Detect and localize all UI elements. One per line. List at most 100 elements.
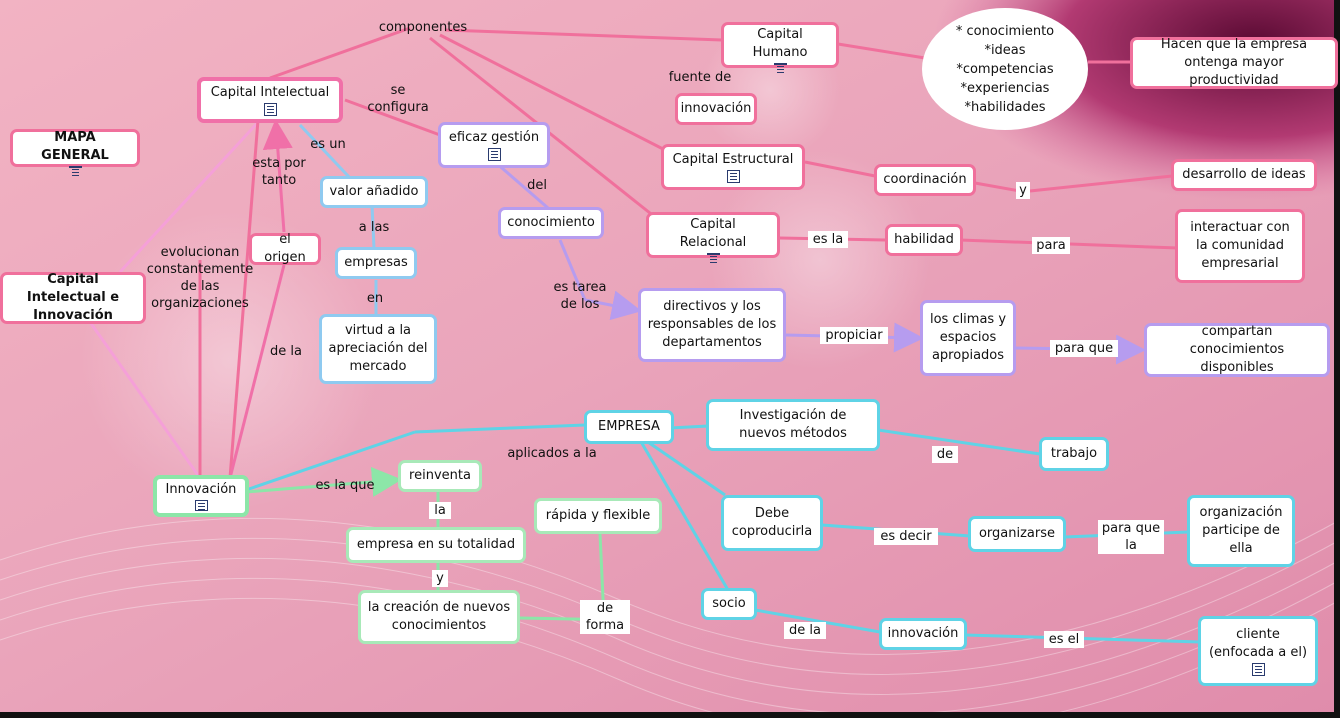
capital-intelectual-innovacion-label: Capital Intelectual e Innovación: [26, 272, 120, 323]
empresa-node[interactable]: EMPRESA: [584, 410, 674, 444]
link-label-esta-por-tanto: esta por tanto: [252, 156, 306, 188]
innovacion-bottom-label: innovación: [887, 626, 959, 641]
compartan-label: compartan conocimientos disponibles: [1189, 324, 1285, 375]
link-label-de-forma: de forma: [580, 600, 630, 634]
eficaz-gestion-node[interactable]: eficaz gestión: [438, 122, 550, 168]
conocimiento-node[interactable]: conocimiento: [498, 207, 604, 239]
lista-item: *ideas: [984, 42, 1026, 58]
link-label-es-la: es la: [808, 231, 848, 248]
lista-item: * conocimiento: [955, 23, 1055, 39]
document-icon[interactable]: [706, 252, 720, 257]
link-label-para-que: para que: [1050, 340, 1118, 357]
mapa-general-label: MAPA GENERAL: [41, 129, 109, 163]
climas-label: los climas y espacios apropiados: [929, 312, 1007, 363]
cliente-node[interactable]: cliente (enfocada a el): [1198, 616, 1318, 686]
virtud-node[interactable]: virtud a la apreciación del mercado: [319, 314, 437, 384]
innovacion-top-node[interactable]: innovación: [675, 93, 757, 125]
reinventa-node[interactable]: reinventa: [398, 460, 482, 492]
link-label-fuente-de: fuente de: [668, 70, 732, 85]
conocimiento-label: conocimiento: [507, 215, 595, 230]
directivos-node[interactable]: directivos y los responsables de los dep…: [638, 288, 786, 362]
investigacion-node[interactable]: Investigación de nuevos métodos: [706, 399, 880, 451]
productividad-label: Hacen que la empresa ontenga mayor produ…: [1160, 37, 1308, 88]
document-icon[interactable]: [773, 62, 787, 67]
link-label-y: y: [1016, 182, 1030, 199]
interactuar-node[interactable]: interactuar con la comunidad empresarial: [1175, 209, 1305, 283]
link-label-de: de: [932, 446, 958, 463]
capital-intelectual-innovacion-node[interactable]: Capital Intelectual e Innovación: [0, 272, 146, 324]
capital-humano-label: Capital Humano: [752, 26, 808, 60]
empresa-totalidad-label: empresa en su totalidad: [356, 537, 516, 552]
link-label-de-la-socio: de la: [784, 622, 826, 639]
cliente-label: cliente (enfocada a el): [1208, 627, 1308, 660]
link-label-de-la: de la: [270, 344, 302, 359]
document-icon[interactable]: [487, 148, 501, 161]
coordinacion-node[interactable]: coordinación: [874, 164, 976, 196]
organizarse-node[interactable]: organizarse: [968, 516, 1066, 552]
desarrollo-ideas-node[interactable]: desarrollo de ideas: [1171, 159, 1317, 191]
link-label-es-la-que: es la que: [315, 478, 375, 493]
link-label-para-que-la: para que la: [1098, 520, 1164, 554]
link-label-es-el: es el: [1044, 631, 1084, 648]
el-origen-node[interactable]: el origen: [249, 232, 321, 265]
trabajo-node[interactable]: trabajo: [1039, 437, 1109, 471]
rapida-node[interactable]: rápida y flexible: [534, 498, 662, 534]
innovacion-bottom-node[interactable]: innovación: [879, 618, 967, 650]
virtud-label: virtud a la apreciación del mercado: [328, 323, 428, 374]
capital-relacional-label: Capital Relacional: [679, 216, 747, 250]
link-label-para: para: [1032, 237, 1070, 254]
lista-item: *competencias: [956, 61, 1054, 77]
habilidad-label: habilidad: [894, 232, 954, 247]
link-label-evolucionan: evolucionan constantemente de las organi…: [146, 245, 254, 311]
desarrollo-ideas-label: desarrollo de ideas: [1182, 167, 1306, 182]
organizacion-node[interactable]: organización participe de ella: [1187, 495, 1295, 567]
rapida-label: rápida y flexible: [545, 508, 651, 523]
empresa-totalidad-node[interactable]: empresa en su totalidad: [346, 527, 526, 563]
innovacion-main-label: Innovación: [165, 482, 237, 497]
link-label-componentes: componentes: [378, 20, 468, 35]
socio-node[interactable]: socio: [701, 588, 757, 620]
capital-intelectual-node[interactable]: Capital Intelectual: [197, 77, 343, 123]
link-label-la: la: [429, 502, 451, 519]
socio-label: socio: [712, 596, 746, 611]
mapa-general-node[interactable]: MAPA GENERAL: [10, 129, 140, 170]
document-icon[interactable]: [68, 165, 82, 170]
capital-intelectual-label: Capital Intelectual: [210, 85, 330, 100]
el-origen-label: el origen: [264, 232, 306, 265]
organizarse-label: organizarse: [978, 526, 1056, 541]
link-label-a-las: a las: [358, 220, 390, 235]
lista-node[interactable]: * conocimiento *ideas *competencias *exp…: [922, 8, 1088, 130]
link-label-se-configura: se configura: [367, 83, 429, 115]
compartan-node[interactable]: compartan conocimientos disponibles: [1144, 323, 1330, 377]
link-label-aplicados: aplicados a la: [507, 446, 597, 461]
lista-item: *habilidades: [964, 99, 1046, 115]
innovacion-main-node[interactable]: Innovación: [153, 475, 249, 517]
directivos-label: directivos y los responsables de los dep…: [647, 299, 777, 350]
link-label-es-decir: es decir: [874, 528, 938, 545]
empresas-label: empresas: [344, 255, 408, 270]
debe-node[interactable]: Debe coproducirla: [721, 495, 823, 551]
capital-humano-node[interactable]: Capital Humano: [721, 22, 839, 68]
link-label-en: en: [366, 291, 384, 306]
valor-anadido-node[interactable]: valor añadido: [320, 176, 428, 208]
document-icon[interactable]: [726, 170, 740, 183]
lista-item: *experiencias: [960, 80, 1050, 96]
document-icon[interactable]: [263, 103, 277, 116]
capital-relacional-node[interactable]: Capital Relacional: [646, 212, 780, 258]
trabajo-label: trabajo: [1050, 446, 1098, 461]
productividad-node[interactable]: Hacen que la empresa ontenga mayor produ…: [1130, 37, 1338, 89]
habilidad-node[interactable]: habilidad: [885, 224, 963, 256]
debe-label: Debe coproducirla: [731, 506, 813, 539]
empresas-node[interactable]: empresas: [335, 247, 417, 279]
climas-node[interactable]: los climas y espacios apropiados: [920, 300, 1016, 376]
investigacion-label: Investigación de nuevos métodos: [739, 408, 847, 441]
link-label-es-tarea: es tarea de los: [553, 280, 607, 312]
document-icon[interactable]: [1251, 663, 1265, 676]
capital-estructural-node[interactable]: Capital Estructural: [661, 144, 805, 190]
valor-anadido-label: valor añadido: [329, 184, 419, 199]
document-icon[interactable]: [194, 500, 208, 511]
link-label-es-un: es un: [310, 137, 346, 152]
reinventa-label: reinventa: [409, 468, 471, 483]
creacion-node[interactable]: la creación de nuevos conocimientos: [358, 590, 520, 644]
